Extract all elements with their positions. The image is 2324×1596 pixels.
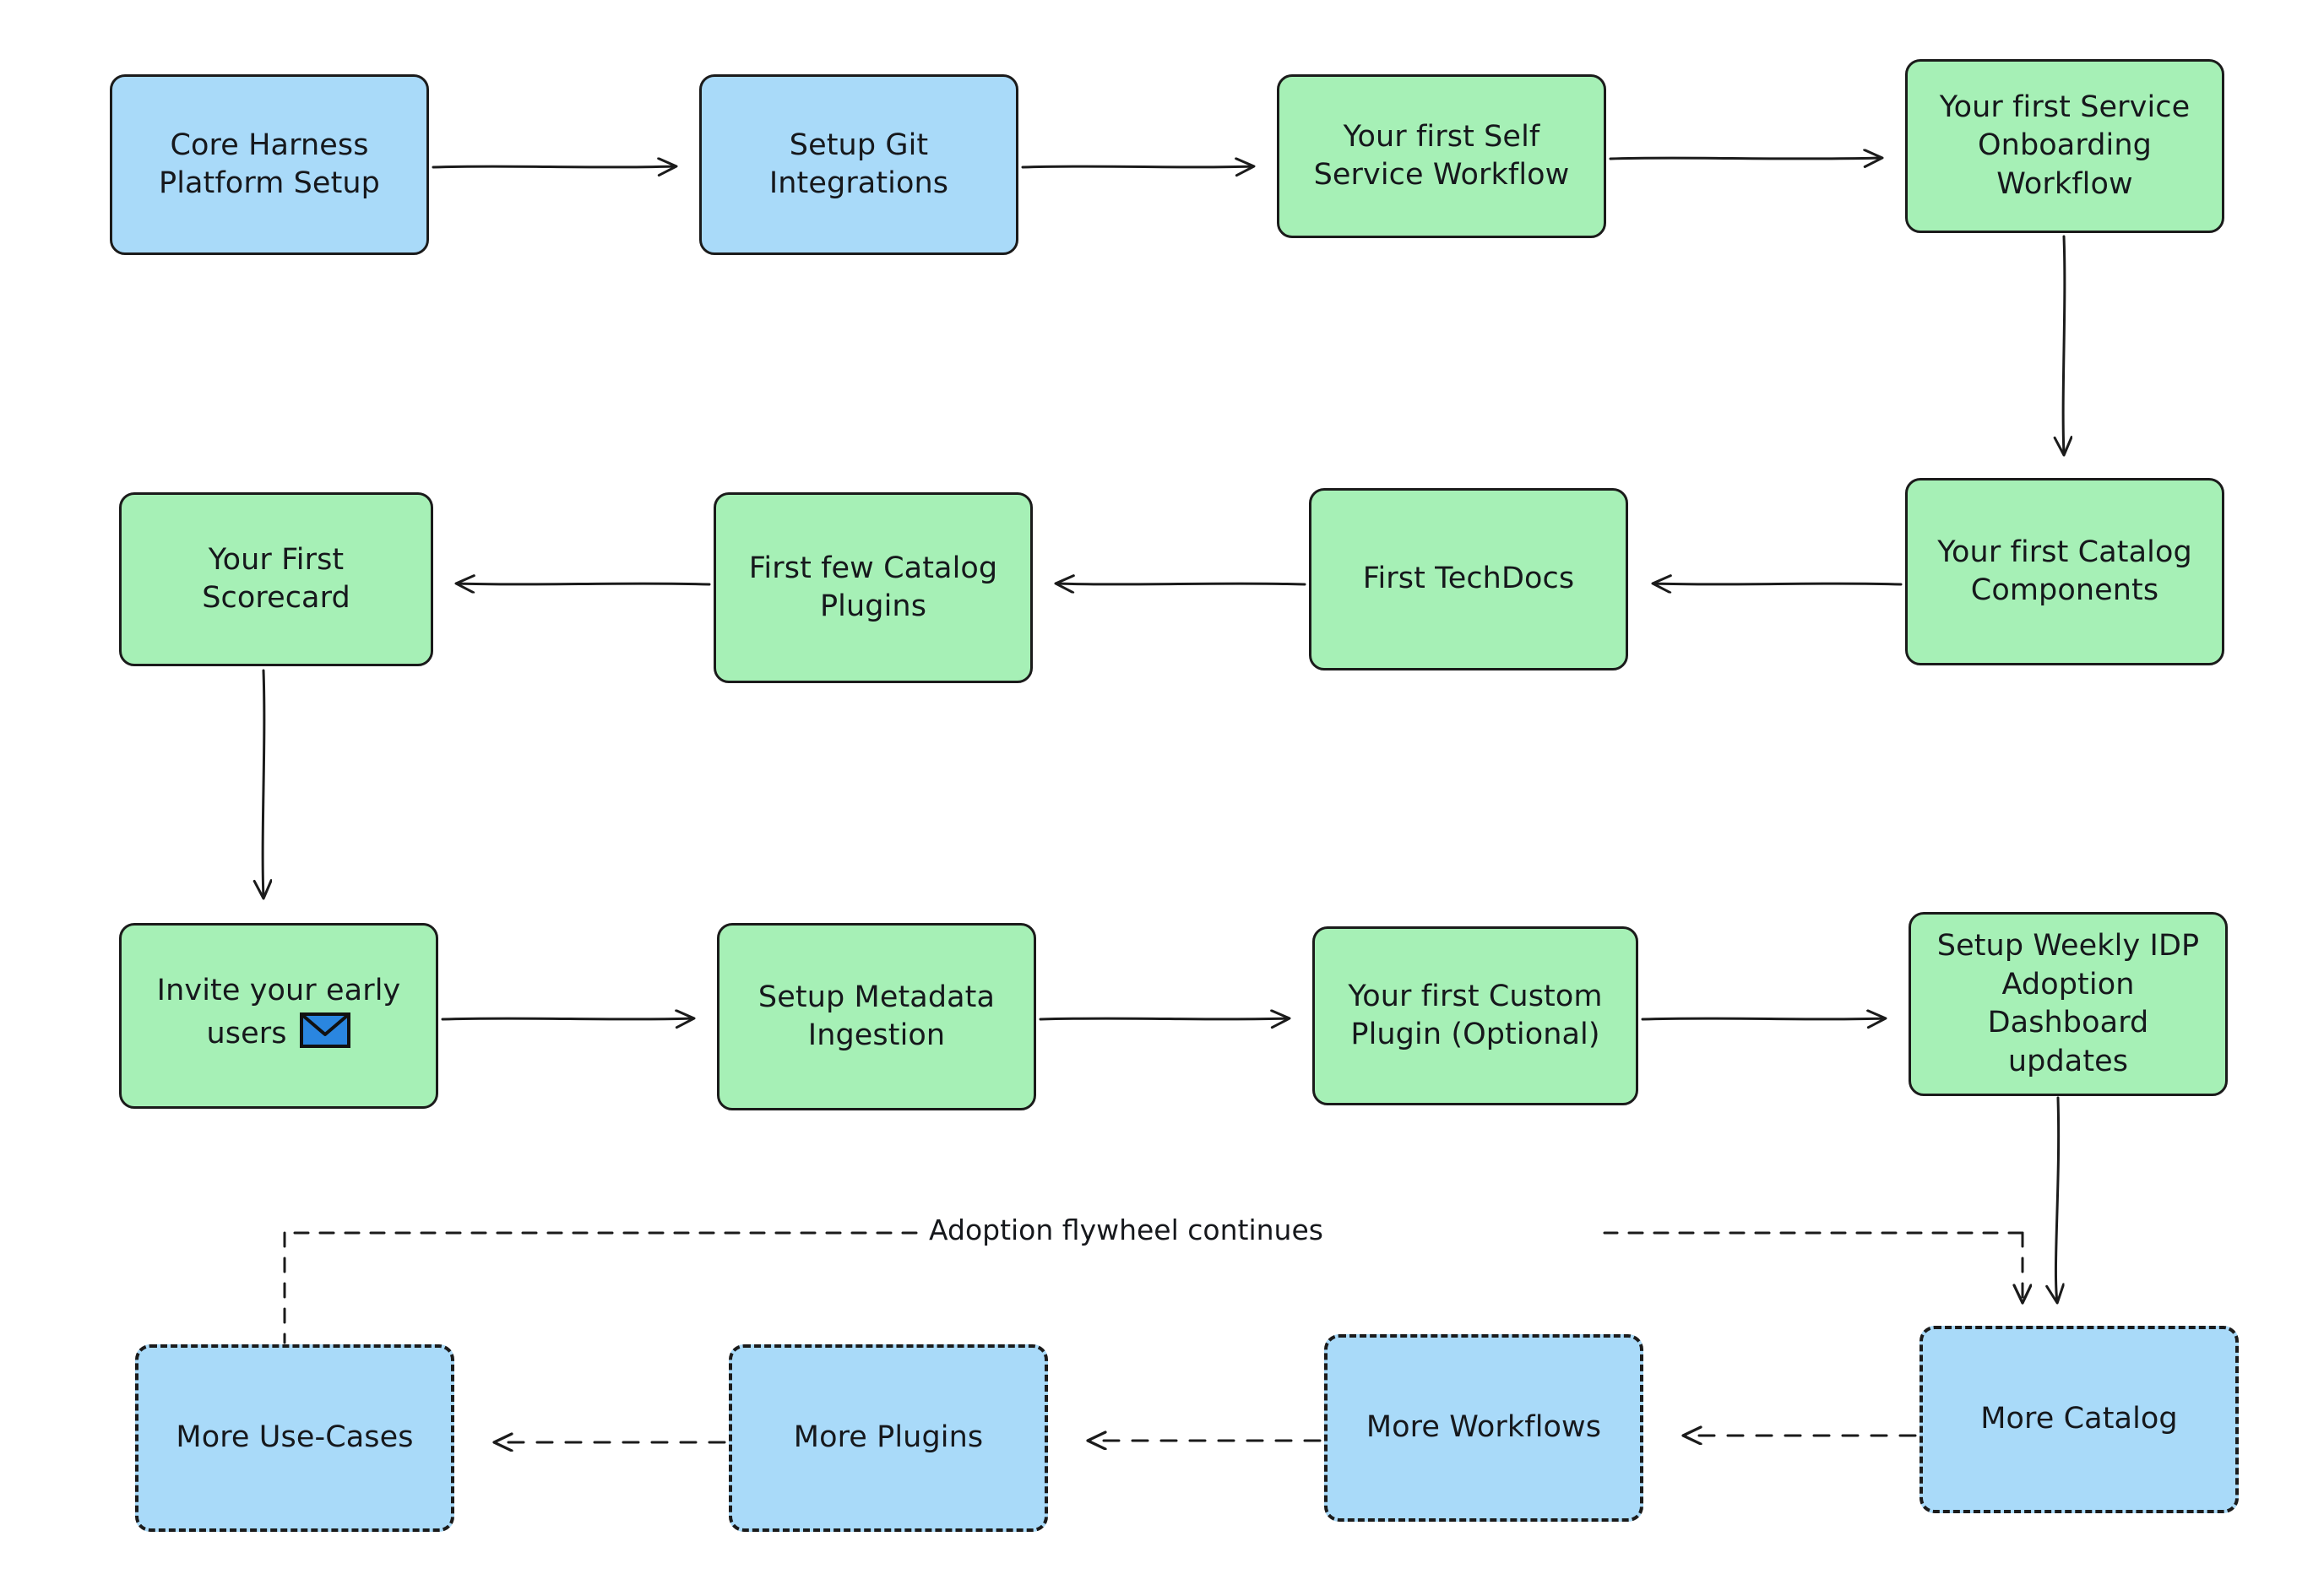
node-your-first-scorecard[interactable]: Your First Scorecard	[119, 492, 433, 666]
edge-customplugin-to-weeklyidp	[1641, 1018, 1885, 1019]
node-your-first-self-service-workflow[interactable]: Your first Self Service Workflow	[1277, 74, 1606, 238]
node-more-use-cases[interactable]: More Use-Cases	[135, 1344, 454, 1532]
node-more-catalog[interactable]: More Catalog	[1919, 1326, 2239, 1513]
node-label-text: Invite your early users	[156, 974, 401, 1050]
edge-weeklyidp-to-morecatalog	[2055, 1096, 2058, 1302]
node-label: More Catalog	[1980, 1402, 2178, 1436]
node-label: Invite your early users	[133, 972, 424, 1060]
node-label: First few Catalog Plugins	[748, 551, 998, 624]
node-label: Your first Custom Plugin (Optional)	[1348, 979, 1603, 1052]
node-label: Your first Service Onboarding Workflow	[1939, 90, 2191, 201]
node-label: More Workflows	[1366, 1410, 1602, 1445]
node-setup-git-integrations[interactable]: Setup Git Integrations	[699, 74, 1018, 255]
edge-core-to-git	[432, 166, 676, 167]
edge-inviteusers-to-metadata	[441, 1018, 693, 1019]
node-label: First TechDocs	[1362, 562, 1575, 596]
edge-scorecard-to-inviteusers	[263, 669, 264, 898]
node-label: More Plugins	[793, 1420, 984, 1455]
node-more-plugins[interactable]: More Plugins	[729, 1344, 1048, 1532]
node-your-first-catalog-components[interactable]: Your first Catalog Components	[1905, 478, 2224, 665]
edge-git-to-selfservice	[1021, 166, 1253, 167]
node-first-techdocs[interactable]: First TechDocs	[1309, 488, 1628, 670]
node-label: More Use-Cases	[176, 1420, 414, 1455]
edge-selfservice-to-onboarding	[1609, 158, 1881, 159]
envelope-icon	[299, 1011, 351, 1061]
node-your-first-service-onboarding-workflow[interactable]: Your first Service Onboarding Workflow	[1905, 59, 2224, 233]
node-label: Your first Catalog Components	[1937, 535, 2192, 608]
node-label: Your First Scorecard	[202, 542, 350, 616]
node-label: Core Harness Platform Setup	[158, 128, 380, 201]
edge-onboarding-to-catalogcomponents	[2063, 235, 2065, 454]
node-invite-your-early-users[interactable]: Invite your early users	[119, 923, 438, 1109]
node-your-first-custom-plugin[interactable]: Your first Custom Plugin (Optional)	[1312, 926, 1638, 1105]
node-setup-metadata-ingestion[interactable]: Setup Metadata Ingestion	[717, 923, 1036, 1110]
node-label: Setup Metadata Ingestion	[757, 980, 996, 1053]
edge-metadata-to-customplugin	[1039, 1018, 1289, 1019]
node-label: Setup Weekly IDP Adoption Dashboard upda…	[1936, 929, 2200, 1078]
node-label: Your first Self Service Workflow	[1313, 119, 1570, 193]
node-label: Setup Git Integrations	[768, 128, 949, 201]
node-core-harness-platform-setup[interactable]: Core Harness Platform Setup	[110, 74, 429, 255]
node-more-workflows[interactable]: More Workflows	[1324, 1334, 1643, 1522]
node-setup-weekly-idp-adoption-dashboard-updates[interactable]: Setup Weekly IDP Adoption Dashboard upda…	[1909, 912, 2228, 1096]
node-first-few-catalog-plugins[interactable]: First few Catalog Plugins	[714, 492, 1033, 683]
edge-label-adoption-flywheel-continues: Adoption flywheel continues	[920, 1213, 1332, 1246]
